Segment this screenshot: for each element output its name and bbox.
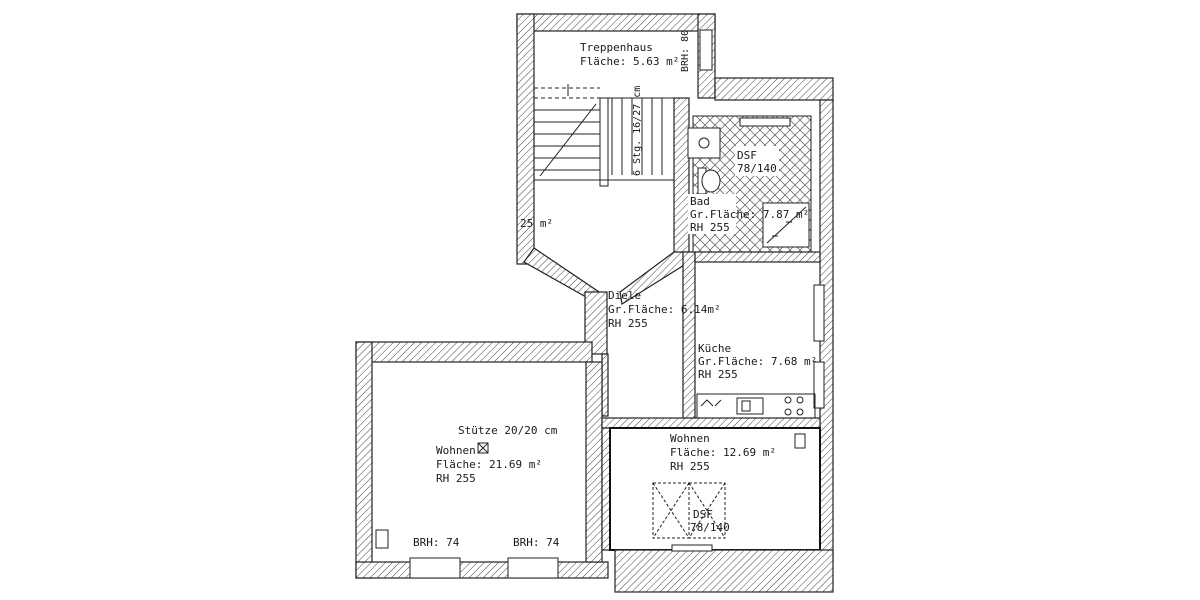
stair-partial-area: 25 m² bbox=[520, 217, 553, 230]
column-symbol bbox=[477, 442, 489, 454]
living-room-left: Stütze 20/20 cm Wohnen Fläche: 21.69 m² … bbox=[355, 341, 609, 579]
living-left-brh-1: BRH: 74 bbox=[413, 536, 460, 549]
stairwell: Treppenhaus Fläche: 5.63 m² BRH: 80 6 St… bbox=[516, 13, 716, 308]
kitchen-window-upper bbox=[813, 284, 825, 342]
living-left-area: Fläche: 21.69 m² bbox=[436, 458, 542, 471]
window-right bbox=[671, 544, 713, 552]
kitchen: Küche Gr.Fläche: 7.68 m² RH 255 bbox=[694, 251, 825, 419]
hall-room-area: Gr.Fläche: 6.14m² bbox=[608, 303, 721, 316]
hall-room-height: RH 255 bbox=[608, 317, 648, 330]
living-right-height: RH 255 bbox=[670, 460, 710, 473]
kitchen-window-lower bbox=[813, 361, 825, 409]
hall: Diele Gr.Fläche: 6.14m² RH 255 bbox=[584, 251, 721, 423]
bathroom-skylight bbox=[739, 117, 791, 127]
stair-room-area: Fläche: 5.63 m² bbox=[580, 55, 679, 68]
bath-room-name: Bad bbox=[690, 195, 710, 208]
bath-dsf-label: DSF bbox=[737, 149, 757, 162]
stair-steps bbox=[534, 84, 674, 187]
skylight-pair bbox=[652, 482, 726, 539]
window-left-2 bbox=[507, 557, 559, 579]
living-left-support: Stütze 20/20 cm bbox=[458, 424, 558, 437]
living-right-area: Fläche: 12.69 m² bbox=[670, 446, 776, 459]
stair-window bbox=[699, 29, 713, 71]
bath-room-height: RH 255 bbox=[690, 221, 730, 234]
living-right-name: Wohnen bbox=[670, 432, 710, 445]
toilet bbox=[701, 169, 721, 193]
bathroom: DSF 78/140 Bad Gr.Fläche: 7.87 m² RH 255 bbox=[687, 77, 834, 563]
hall-room-name: Diele bbox=[608, 289, 641, 302]
kitchen-room-area: Gr.Fläche: 7.68 m² bbox=[698, 355, 817, 368]
kitchen-room-height: RH 255 bbox=[698, 368, 738, 381]
living-left-name: Wohnen bbox=[436, 444, 476, 457]
support-column-right bbox=[794, 433, 806, 449]
kitchen-room-name: Küche bbox=[698, 342, 731, 355]
stair-steps-label: 6 Stg. 16/27 cm bbox=[632, 86, 643, 176]
window-left-1 bbox=[409, 557, 461, 579]
support-column-left bbox=[375, 529, 389, 549]
living-left-brh-2: BRH: 74 bbox=[513, 536, 560, 549]
bath-room-area: Gr.Fläche: 7.87 m² bbox=[690, 208, 809, 221]
stair-room-name: Treppenhaus bbox=[580, 41, 653, 54]
living-room-right: Wohnen Fläche: 12.69 m² RH 255 DSF 78/14… bbox=[601, 417, 834, 593]
living-right-dsf-size: 78/140 bbox=[690, 521, 730, 534]
living-right-dsf-label: DSF bbox=[693, 508, 713, 521]
living-left-height: RH 255 bbox=[436, 472, 476, 485]
bath-dsf-size: 78/140 bbox=[737, 162, 777, 175]
stair-brh-label: BRH: 80 bbox=[680, 30, 691, 72]
